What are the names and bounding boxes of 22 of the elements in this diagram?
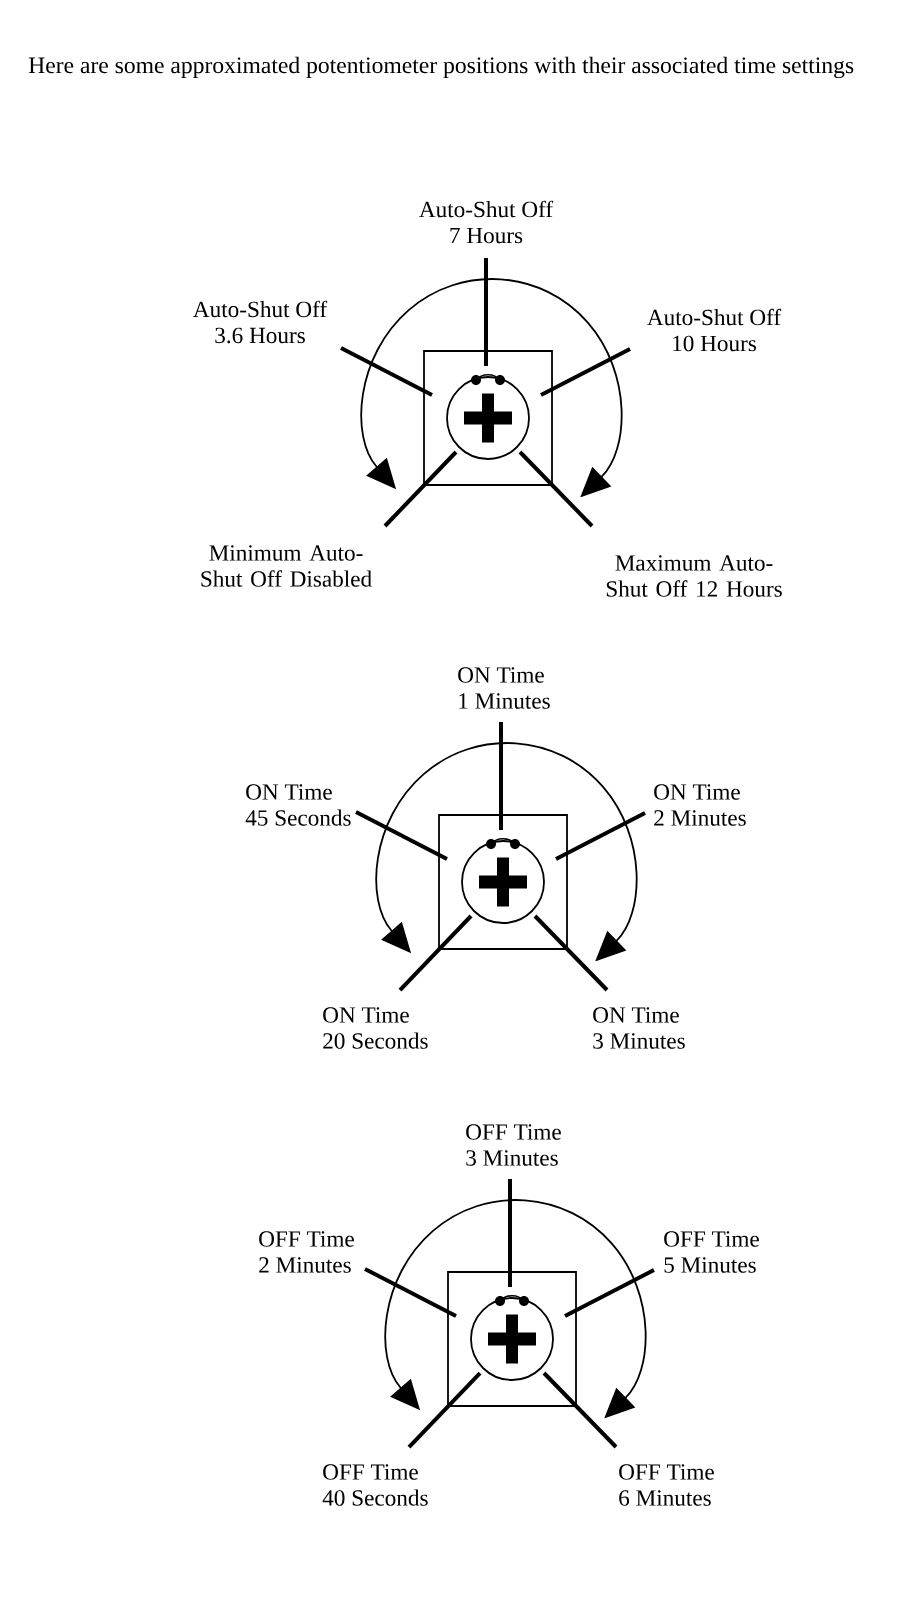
potentiometer-knob [446, 373, 530, 460]
setting-label: OFF Time 6 Minutes [619, 1464, 714, 1506]
setting-label: OFF Time 2 Minutes [259, 1231, 354, 1273]
setting-label: ON Time 45 Seconds [245, 784, 351, 826]
setting-label: Auto-Shut Off 3.6 Hours [193, 300, 328, 344]
setting-label: Auto-Shut Off 7 Hours [419, 200, 554, 244]
setting-label: OFF Time 40 Seconds [322, 1464, 428, 1506]
potentiometer-box [438, 814, 568, 950]
potentiometer-box [447, 1271, 577, 1407]
setting-label: ON Time 20 Seconds [323, 1007, 428, 1049]
setting-label: OFF Time 5 Minutes [664, 1231, 759, 1273]
setting-label: Maximum Auto-Shut Off 12 Hours [606, 555, 782, 597]
setting-label: Auto-Shut Off 10 Hours [647, 308, 782, 352]
potentiometer-knob [461, 837, 545, 924]
setting-label: ON Time 3 Minutes [593, 1007, 685, 1049]
setting-label: OFF Time 3 Minutes [466, 1124, 561, 1166]
setting-label: ON Time 1 Minutes [458, 667, 550, 709]
potentiometer-knob [470, 1294, 554, 1381]
title: Here are some approximated potentiometer positions with their associated time settings [28, 56, 854, 79]
setting-label: ON Time 2 Minutes [654, 784, 746, 826]
setting-label: Minimum Auto-Shut Off Disabled [201, 545, 372, 587]
potentiometer-box [423, 350, 553, 486]
